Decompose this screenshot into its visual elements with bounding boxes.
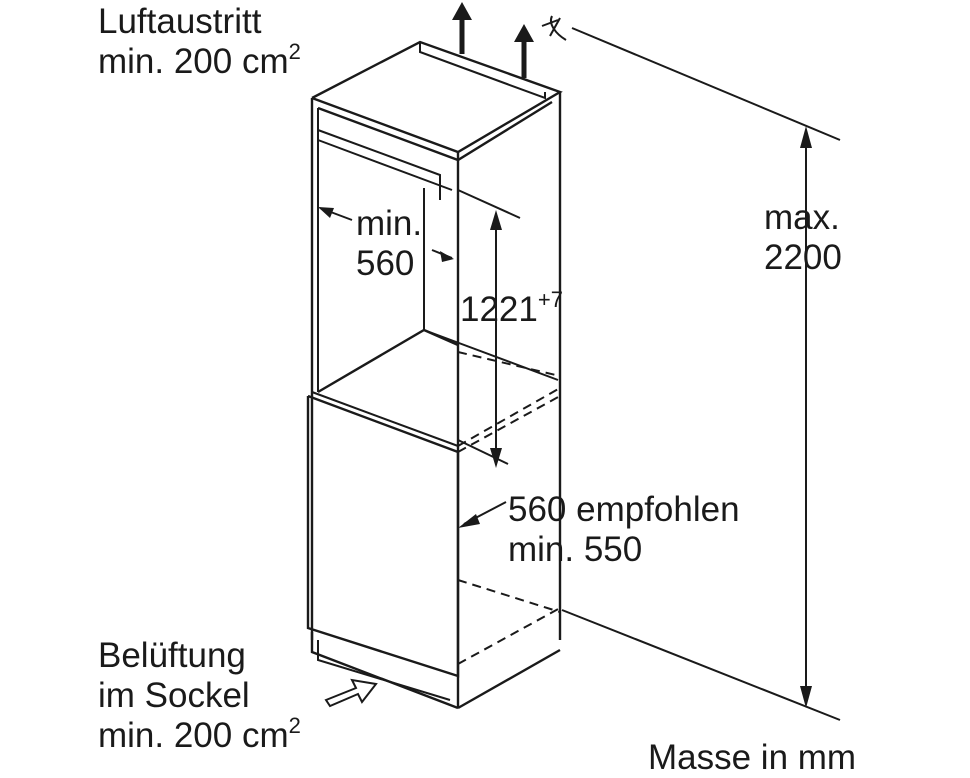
hatched-arrow-icon [324, 678, 378, 708]
arrow-up-icon [452, 2, 472, 54]
max-height-label: max. 2200 [764, 198, 842, 278]
max-height-line2: 2200 [764, 238, 842, 277]
units-note: Masse in mm [648, 738, 857, 777]
base-vent-line3: min. 200 cm2 [98, 713, 301, 755]
niche-height-label: 1221+7 [460, 287, 563, 329]
max-height-dimension [561, 27, 841, 721]
niche-width-line2: 560 [356, 244, 415, 283]
cabinet-outline [310, 40, 563, 710]
depth-label: 560 empfohlen min. 550 [508, 490, 740, 570]
air-outlet-line1: Luftaustritt [98, 2, 262, 41]
depth-line2: min. 550 [508, 530, 643, 569]
niche-height-dimension [457, 189, 521, 468]
curved-arrow-icon [541, 15, 567, 41]
base-vent-line2: im Sockel [98, 676, 250, 715]
depth-line1: 560 empfohlen [508, 490, 740, 529]
niche-width-dimension [318, 207, 454, 262]
base-vent-label: Belüftung im Sockel min. 200 cm2 [98, 636, 301, 760]
arrow-up-icon [514, 24, 534, 78]
air-outlet-line2: min. 200 cm2 [98, 39, 301, 81]
appliance-box [306, 351, 561, 710]
niche-width-line1: min. [356, 204, 423, 243]
air-outlet-label: Luftaustritt min. 200 cm2 [98, 2, 301, 86]
base-vent-line1: Belüftung [98, 636, 246, 675]
depth-dimension [458, 501, 507, 528]
max-height-line1: max. [764, 198, 840, 237]
niche-width-label: min. 560 [356, 204, 422, 284]
